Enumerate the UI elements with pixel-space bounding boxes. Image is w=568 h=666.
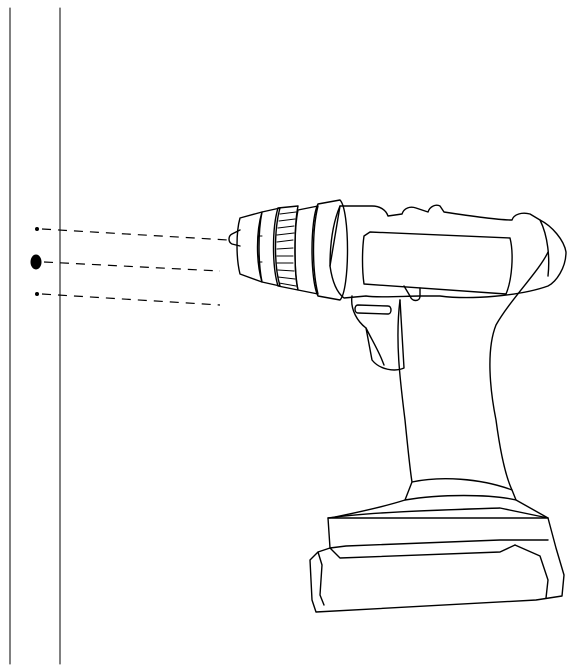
chuck-tip — [228, 229, 241, 247]
direction-switch — [354, 304, 392, 315]
clutch-collar — [294, 199, 349, 301]
drill-chuck-icon — [228, 205, 299, 291]
battery-pack-icon — [309, 507, 565, 613]
battery-body — [309, 517, 565, 613]
guide-line-middle — [43, 261, 221, 272]
battery-side-detail — [317, 551, 325, 606]
guide-line-top — [41, 228, 229, 241]
battery-top-edge — [329, 539, 549, 549]
cordless-drill-icon — [228, 199, 567, 613]
collar-outer — [311, 199, 349, 301]
hole-mark-bottom-icon — [35, 292, 39, 296]
drill-handle — [329, 251, 549, 519]
handle-front-edge — [329, 299, 413, 519]
battery-corner — [514, 544, 549, 599]
chuck-nose — [236, 211, 263, 283]
collar-ring — [294, 205, 319, 295]
battery-upper-rim — [327, 507, 549, 519]
hole-marks — [30, 227, 42, 296]
chuck-ribbed-sleeve — [272, 205, 299, 291]
handle-base-curve — [411, 478, 513, 491]
body-front-curve — [329, 205, 341, 267]
chuck-ribs — [276, 211, 297, 287]
wall — [9, 7, 61, 665]
trigger-inner — [365, 327, 385, 366]
body-clip — [403, 285, 421, 302]
drill-trigger-icon — [351, 295, 405, 371]
chuck-front-sleeve — [256, 207, 281, 287]
drill-body — [329, 204, 567, 302]
guide-lines — [41, 228, 229, 306]
body-grip-panel — [361, 231, 513, 295]
handle-back-edge — [489, 251, 549, 519]
body-rear-curve — [539, 219, 550, 277]
handle-base-curve-2 — [404, 494, 517, 501]
battery-groove — [329, 544, 516, 559]
guide-line-bottom — [41, 293, 221, 306]
hole-mark-center-icon — [30, 254, 42, 270]
hole-mark-top-icon — [35, 227, 39, 231]
trigger-guard — [351, 295, 405, 371]
